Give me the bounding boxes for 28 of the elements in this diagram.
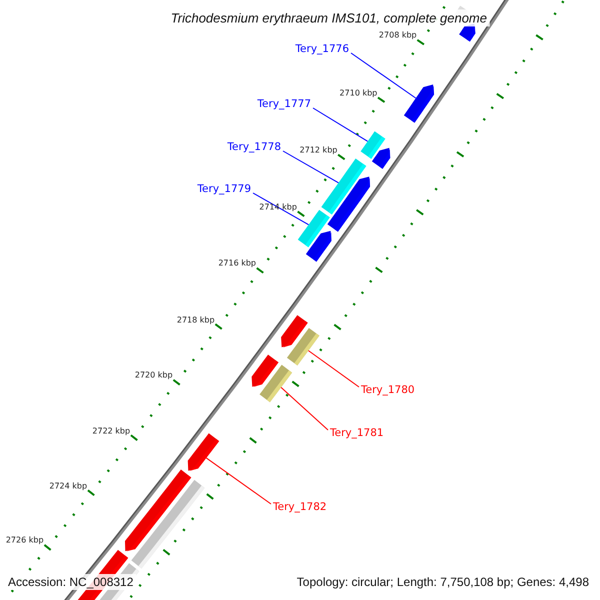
leader-line [350,52,416,99]
scale-label: 2722 kbp [92,426,130,436]
gene-label: Tery_1781 [330,427,384,439]
scale-label: 2724 kbp [49,481,88,490]
scale-label: 2710 kbp [340,88,378,98]
gene-label: Tery_1779 [197,183,251,195]
gene-label: Tery_1778 [227,141,281,153]
accession-text: Accession: NC_008312 [5,574,136,590]
scale-label: 2716 kbp [218,258,256,268]
leader-line [282,150,339,184]
scale-label: 2708 kbp [378,30,417,40]
scale-label: 2714 kbp [259,202,297,212]
gene-bar [286,328,320,366]
leader-line [206,457,272,504]
gene-label: Tery_1780 [361,384,415,396]
gene-label: Tery_1777 [257,98,311,110]
scale-label: 2720 kbp [134,370,173,380]
leader-line [312,108,368,142]
scale-label: 2726 kbp [6,536,44,545]
gene-feature [404,84,434,123]
scale-label: 2712 kbp [300,146,338,155]
gene-bar [260,364,292,402]
leader-line [252,192,310,226]
gene-feature [188,433,220,471]
gene-label: Tery_1776 [295,43,349,55]
gene-label: Tery_1782 [273,501,327,513]
leader-line [280,386,328,430]
scale-label: 2718 kbp [176,315,215,324]
